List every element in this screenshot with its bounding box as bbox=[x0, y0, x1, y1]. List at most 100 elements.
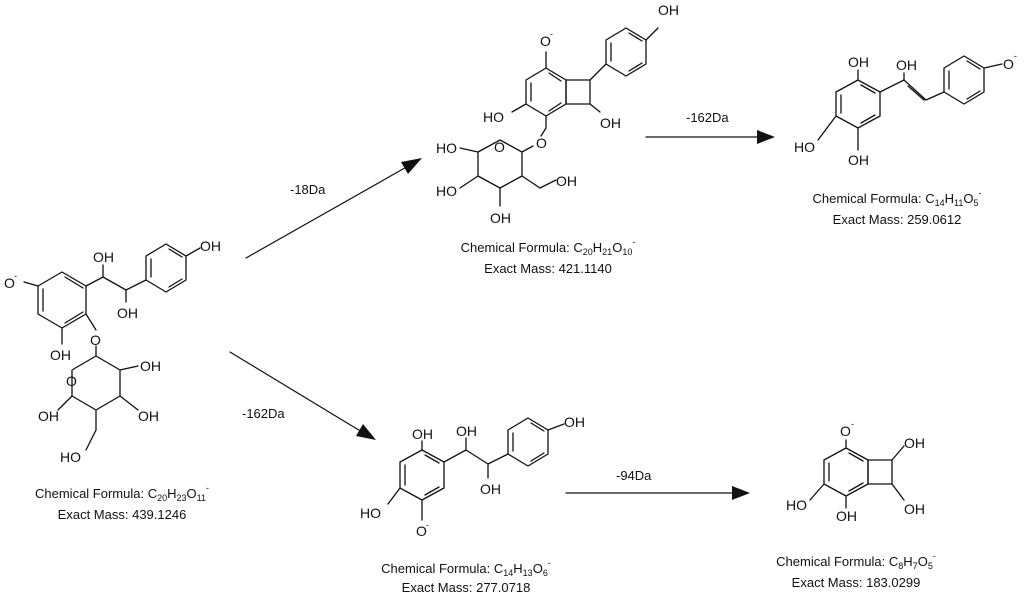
hydroxyl-label: OH bbox=[600, 115, 621, 131]
bond bbox=[23, 281, 39, 287]
double-bond bbox=[628, 32, 643, 42]
double-bond bbox=[966, 90, 981, 100]
hydroxyl-label: OH bbox=[38, 408, 59, 424]
hydroxyl-label: HO bbox=[60, 449, 81, 465]
hydroxyl-label: HO bbox=[483, 109, 504, 125]
mass-text: Exact Mass: 421.1140 bbox=[484, 261, 612, 276]
bond bbox=[465, 449, 489, 465]
bond bbox=[443, 449, 467, 463]
hydroxyl-label: HO bbox=[436, 183, 457, 199]
formula-text: Chemical Formula: C20H21O10- bbox=[461, 237, 636, 257]
bond bbox=[85, 429, 97, 451]
arrowhead bbox=[732, 486, 750, 500]
double-bond bbox=[64, 311, 84, 324]
bond bbox=[891, 445, 905, 461]
hydroxyl-label: OH bbox=[140, 358, 161, 374]
ring-phenol-c439 bbox=[37, 271, 87, 329]
bond bbox=[119, 365, 139, 371]
bond bbox=[57, 395, 73, 411]
bond bbox=[547, 423, 565, 431]
hydroxyl-label: HO bbox=[360, 505, 381, 521]
ring-phenyl-c439 bbox=[145, 243, 187, 293]
charge-label: - bbox=[14, 271, 17, 281]
transition-label-t1: -18Da bbox=[290, 182, 326, 197]
bond bbox=[487, 453, 509, 465]
hydroxyl-label: OH bbox=[848, 54, 869, 70]
structure-c183: O - OH OH HO OH bbox=[786, 419, 925, 524]
arrowhead bbox=[401, 158, 422, 174]
bond bbox=[85, 276, 104, 287]
ring-phenyl-c421 bbox=[605, 27, 647, 77]
double-bond bbox=[548, 102, 562, 112]
ring-phenolate-c259 bbox=[943, 55, 985, 105]
hydroxyl-label: OH bbox=[456, 423, 477, 439]
hydroxyl-label: OH bbox=[556, 173, 577, 189]
formula-text: Chemical Formula: C20H23O11- bbox=[35, 483, 209, 503]
arrow-t3 bbox=[229, 351, 376, 440]
cyclobutane-ring-c183 bbox=[867, 459, 893, 485]
bond bbox=[119, 395, 139, 411]
ring-oxygen-label: O bbox=[66, 373, 77, 389]
bond bbox=[589, 103, 601, 113]
bond bbox=[891, 483, 905, 501]
hydroxyl-label: OH bbox=[490, 210, 511, 226]
bond bbox=[511, 103, 527, 113]
cyclobutane-ring-c421 bbox=[565, 79, 591, 105]
mass-text: Exact Mass: 277.0718 bbox=[402, 580, 531, 595]
oxide-label: O bbox=[416, 523, 427, 539]
charge-label: - bbox=[550, 29, 553, 39]
ether-oxygen-label: O bbox=[536, 135, 547, 151]
transition-label-t4: -94Da bbox=[616, 468, 652, 483]
formula-text: Chemical Formula: C14H11O5- bbox=[813, 188, 982, 208]
transition-label-t3: -162Da bbox=[242, 406, 285, 421]
hydroxyl-label: OH bbox=[93, 249, 114, 265]
double-bond bbox=[424, 486, 440, 496]
bond bbox=[125, 279, 147, 291]
bond bbox=[809, 483, 825, 501]
bond bbox=[589, 63, 607, 81]
hydroxyl-label: OH bbox=[836, 508, 857, 524]
hydroxyl-label: OH bbox=[480, 481, 501, 497]
bond bbox=[387, 487, 401, 505]
caption-c421: Chemical Formula: C20H21O10- Exact Mass:… bbox=[461, 237, 636, 276]
ring-dihydroxy-c277 bbox=[399, 449, 445, 501]
caption-c259: Chemical Formula: C14H11O5- Exact Mass: … bbox=[813, 188, 982, 227]
bond bbox=[540, 127, 547, 137]
double-bond bbox=[530, 452, 545, 462]
arrowhead bbox=[356, 424, 376, 440]
arrowhead bbox=[757, 130, 775, 144]
double-bond bbox=[424, 454, 440, 464]
double-bond bbox=[860, 114, 876, 124]
formula-text: Chemical Formula: C8H7O5- bbox=[776, 551, 936, 571]
bond bbox=[459, 175, 479, 189]
structure-c439: O - OH OH OH OH O O OH OH OH HO bbox=[4, 238, 221, 465]
hydroxyl-label: HO bbox=[794, 139, 815, 155]
double-bond bbox=[848, 452, 864, 462]
caption-c439: Chemical Formula: C20H23O11- Exact Mass:… bbox=[35, 483, 209, 522]
ring-phenyl-c277 bbox=[507, 417, 549, 467]
caption-c277: Chemical Formula: C14H13O6- Exact Mass: … bbox=[381, 558, 551, 595]
hydroxyl-label: OH bbox=[904, 501, 925, 517]
arrow-t1 bbox=[245, 158, 422, 259]
double-bond bbox=[848, 482, 864, 492]
bond bbox=[459, 147, 479, 153]
ether-oxygen-label: O bbox=[90, 332, 101, 348]
ring-oxygen-label: O bbox=[494, 139, 505, 155]
double-bond bbox=[168, 278, 183, 288]
transition-label-t2: -162Da bbox=[686, 110, 729, 125]
mass-text: Exact Mass: 259.0612 bbox=[833, 212, 962, 227]
sugar-ring-c439 bbox=[71, 355, 121, 411]
hydroxyl-label: OH bbox=[658, 2, 679, 18]
bond bbox=[983, 63, 1003, 69]
structure-c421: O - OH HO OH O O HO HO OH OH bbox=[436, 2, 679, 226]
caption-c183: Chemical Formula: C8H7O5- Exact Mass: 18… bbox=[776, 551, 936, 590]
bond bbox=[903, 79, 927, 101]
arrow-t4 bbox=[565, 486, 750, 500]
oxide-label: O bbox=[840, 423, 851, 439]
mass-text: Exact Mass: 439.1246 bbox=[58, 507, 187, 522]
formula-text: Chemical Formula: C14H13O6- bbox=[381, 558, 551, 578]
double-bond bbox=[548, 72, 562, 82]
double-bond bbox=[860, 84, 876, 94]
structure-c277: OH OH OH OH HO O - bbox=[360, 414, 585, 539]
